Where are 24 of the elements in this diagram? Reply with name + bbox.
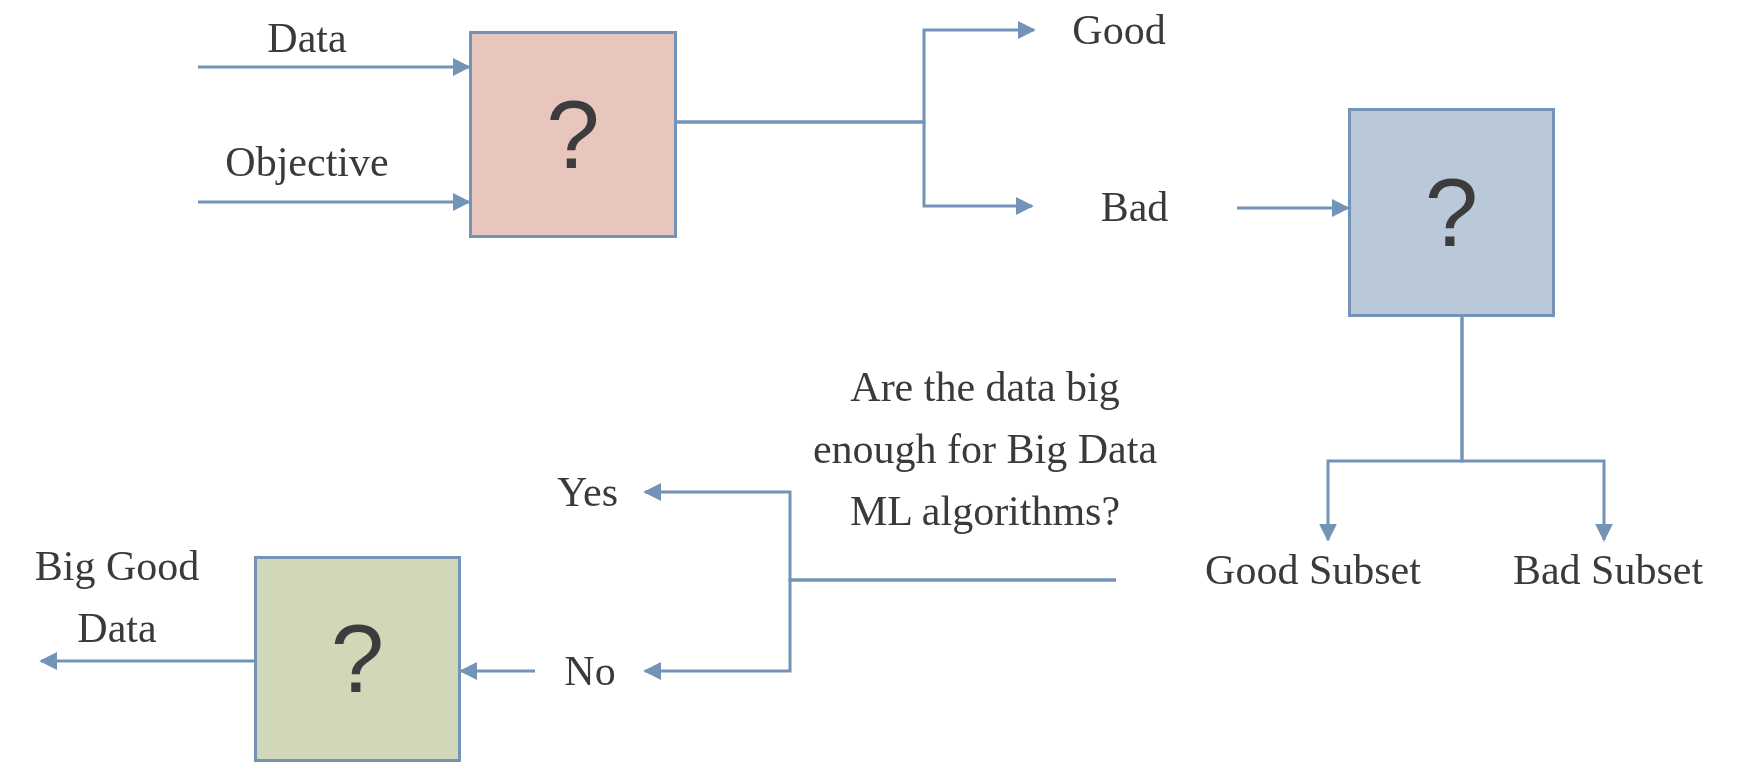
question-mark: ?	[330, 611, 385, 707]
node-label: Bad	[1100, 183, 1169, 232]
node-label: Good	[1072, 6, 1166, 55]
arrow	[459, 662, 535, 680]
arrow	[643, 578, 1116, 680]
node-label: No	[564, 647, 616, 696]
edge-label: Data	[266, 14, 348, 63]
arrow	[39, 652, 254, 670]
process-box	[1348, 108, 1555, 317]
node-label: Good Subset	[1205, 546, 1421, 595]
node-label: Are the data big enough for Big Data ML algorithms?	[811, 363, 1159, 536]
question-mark: ?	[546, 86, 600, 183]
process-box	[254, 556, 461, 762]
process-box	[469, 31, 677, 238]
edge-label: Objective	[224, 138, 390, 187]
question-mark: ?	[1424, 164, 1479, 261]
arrow	[677, 120, 1034, 215]
arrow	[198, 193, 471, 211]
node-label: Yes	[556, 468, 619, 517]
arrow	[1460, 317, 1613, 542]
arrow	[1237, 199, 1350, 217]
edge-label: Big Good Data	[33, 542, 201, 653]
node-label: Bad Subset	[1512, 546, 1704, 595]
arrow	[198, 58, 471, 76]
